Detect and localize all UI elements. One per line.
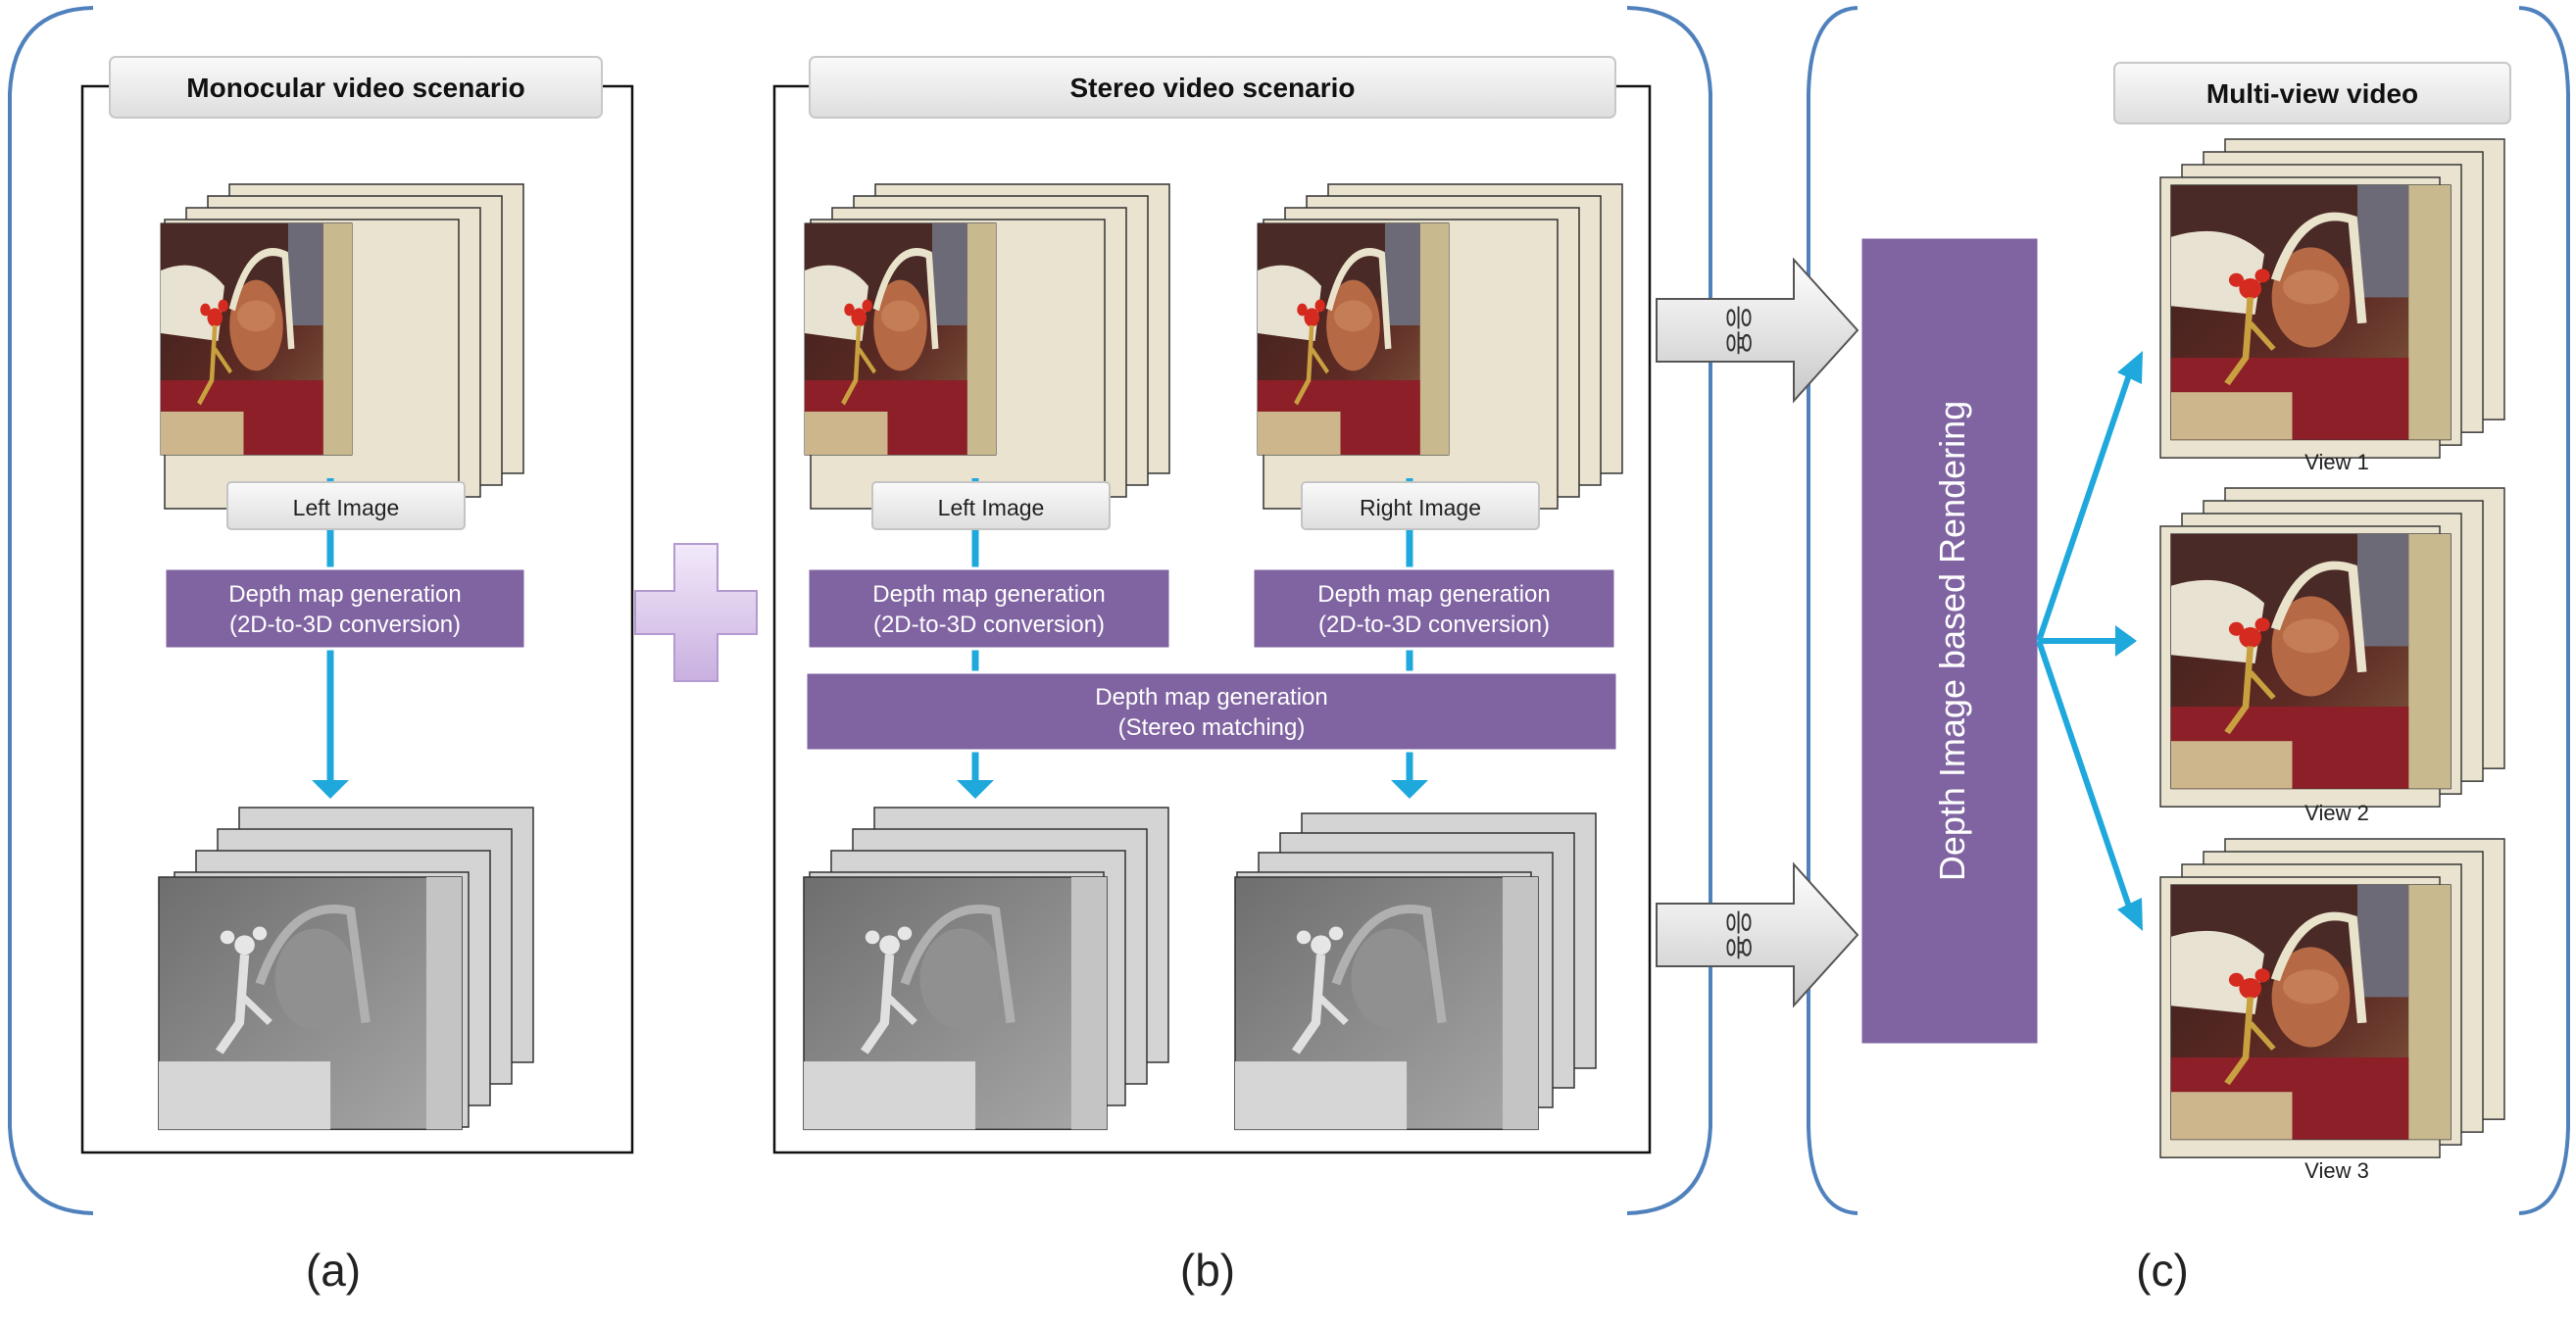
dibr-label: Depth Image based Rendering (1932, 401, 1972, 881)
stereo-right-depth-map-stack (1235, 812, 1597, 1129)
stereo-left-flow-arrowhead (957, 780, 994, 799)
stereo-left-video-stack (805, 183, 1170, 510)
caption-b: (b) (1180, 1245, 1235, 1296)
stereo-right-depth-gen-box (1251, 566, 1617, 651)
right-group-bracket-right (2518, 6, 2570, 1215)
stereo-right-depth-gen-line1: Depth map generation (1317, 581, 1551, 608)
right-group-bracket (1807, 6, 1858, 1215)
monocular-depth-gen-line1: Depth map generation (228, 581, 462, 608)
dibr-box (1858, 235, 2041, 1047)
view1-video-stack (2159, 138, 2505, 459)
monocular-title: Monocular video scenario (186, 73, 524, 103)
apply-arrow-top (1656, 257, 1859, 404)
stereo-right-flow-arrowhead (1391, 780, 1428, 799)
monocular-left-video-stack (161, 183, 524, 510)
stereo-left-depth-gen-line2: (2D-to-3D conversion) (873, 612, 1105, 638)
caption-a: (a) (306, 1245, 361, 1296)
monocular-left-image-label-box (226, 481, 466, 530)
left-group-bracket-right (1626, 6, 1712, 1215)
stereo-matching-box (804, 670, 1619, 753)
stereo-matching-line2: (Stereo matching) (1118, 714, 1306, 741)
stereo-right-depth-gen-line2: (2D-to-3D conversion) (1318, 612, 1550, 638)
dibr-output-arrows (2036, 351, 2143, 931)
multiview-title: Multi-view video (2206, 78, 2418, 109)
monocular-depth-gen-line2: (2D-to-3D conversion) (229, 612, 461, 638)
caption-c: (c) (2136, 1245, 2189, 1296)
multiview-title-box (2113, 62, 2511, 124)
monocular-flow-arrowhead (312, 780, 349, 799)
monocular-title-box (109, 56, 603, 119)
apply-arrow-bottom-label: 응용 (1722, 909, 1755, 960)
monocular-left-image-label: Left Image (293, 495, 400, 520)
monocular-depth-map-stack (159, 807, 534, 1129)
apply-arrow-top-label: 응용 (1722, 305, 1755, 356)
view2-label: View 2 (2304, 801, 2369, 825)
left-group-bracket (8, 6, 94, 1215)
view3-video-stack (2159, 838, 2505, 1158)
plus-icon (634, 543, 758, 682)
stereo-title: Stereo video scenario (1069, 73, 1355, 103)
monocular-depth-gen-box (163, 566, 527, 651)
view2-video-stack (2159, 487, 2505, 808)
stereo-left-image-label-box (871, 481, 1111, 530)
stereo-right-image-label-box (1301, 481, 1540, 530)
stereo-right-image-label: Right Image (1360, 495, 1481, 520)
stereo-right-video-stack (1258, 183, 1623, 510)
stereo-left-image-label: Left Image (938, 495, 1045, 520)
stereo-matching-line1: Depth map generation (1095, 684, 1328, 711)
stereo-title-box (809, 56, 1616, 119)
stereo-left-depth-map-stack (804, 807, 1169, 1129)
apply-arrow-bottom (1656, 861, 1859, 1008)
stereo-left-depth-gen-box (806, 566, 1172, 651)
stereo-left-depth-gen-line1: Depth map generation (872, 581, 1106, 608)
view3-label: View 3 (2304, 1158, 2369, 1183)
view1-label: View 1 (2304, 450, 2369, 474)
